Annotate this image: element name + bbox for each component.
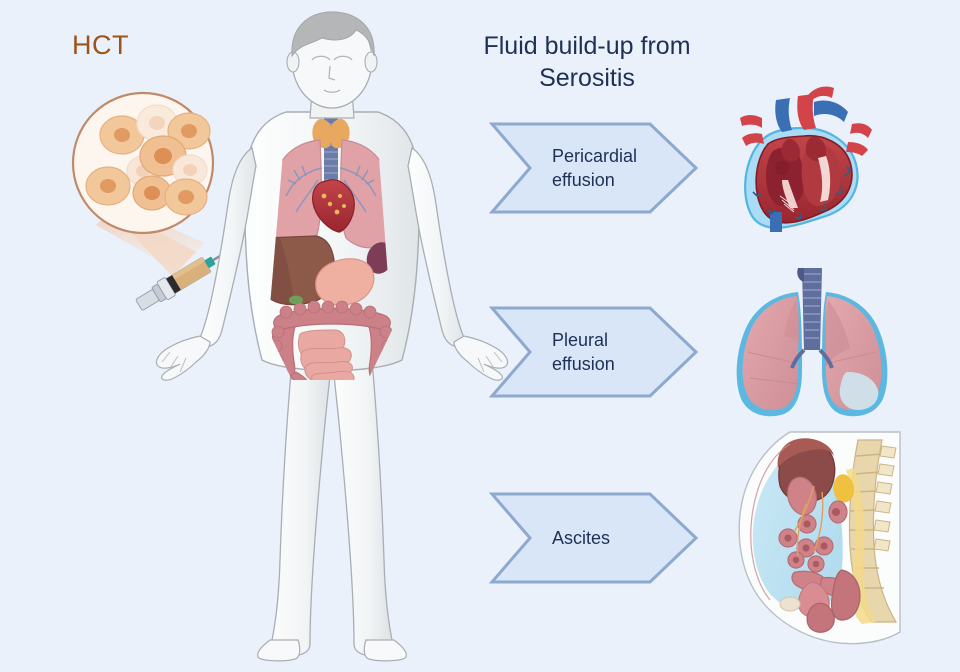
right-lung-shadow: [824, 300, 850, 366]
rectum: [830, 569, 861, 621]
abdominal-wall: [750, 443, 791, 601]
stomach: [315, 258, 375, 306]
hct-label: HCT: [72, 30, 129, 60]
tricuspid-valve-leaflet: [782, 180, 798, 208]
lung-trachea-rings: [803, 273, 821, 339]
page-title: Fluid build-up from Serositis: [452, 30, 722, 94]
callout-pleural-effusion[interactable]: Pleural effusion: [488, 306, 699, 398]
heart: [312, 179, 355, 233]
pleural-effusion-fluid: [839, 372, 879, 410]
callout-label: Ascites: [552, 528, 611, 548]
coronary-fat: [321, 193, 346, 215]
left-lung-body: [742, 296, 799, 410]
chevron-shape: [488, 492, 699, 584]
chevron-shape: [488, 122, 699, 214]
chordae-tendineae: [779, 195, 795, 213]
bronchi: [285, 165, 377, 213]
pubic-bone: [779, 596, 801, 612]
abdomen-sagittal-illustration: [738, 431, 901, 645]
left-foot: [257, 639, 301, 662]
left-atrium: [805, 136, 827, 162]
right-atrium: [781, 138, 800, 162]
callout-label: Pleural effusion: [552, 330, 615, 374]
callout-label: Pericardial effusion: [552, 146, 638, 190]
lungs-illustration: [736, 268, 888, 417]
aortic-arch: [806, 86, 834, 102]
hand-fingers: [161, 351, 503, 373]
callout-pericardial-effusion[interactable]: Pericardial effusion: [488, 122, 699, 214]
right-branch-artery-2: [846, 142, 868, 156]
superior-vena-cava: [775, 98, 792, 132]
chevron-shape: [488, 306, 699, 398]
effusion-arrows: [752, 165, 851, 220]
right-foot: [363, 639, 407, 662]
sigmoid-colon: [289, 371, 317, 380]
left-lung-shadow: [784, 300, 800, 344]
aorta: [797, 94, 816, 130]
bowel-loops: [778, 476, 851, 598]
small-intestine: [297, 329, 355, 380]
pulmonary-artery: [814, 100, 848, 122]
pancreas-sagittal: [833, 474, 854, 503]
human-body-anatomy-figure: [155, 11, 509, 662]
right-hand: [453, 335, 509, 381]
face-features: [311, 55, 353, 93]
gallbladder: [289, 295, 303, 305]
inferior-vena-cava: [770, 212, 782, 232]
title-line-2: Serositis: [539, 64, 635, 92]
mitral-valve-leaflet: [818, 156, 831, 202]
left-main-bronchus: [790, 348, 806, 369]
hct-magnifier-group: [71, 91, 237, 311]
hair: [291, 11, 375, 58]
uterus: [806, 602, 835, 633]
heart-cross-section-illustration: [740, 86, 872, 232]
left-subclavian: [740, 115, 762, 128]
title-line-1: Fluid build-up from: [483, 32, 691, 60]
branch-artery: [742, 133, 764, 146]
mesentery: [793, 485, 824, 557]
right-ventricle-cavity: [766, 147, 805, 207]
liver-left-lobe-shadow: [268, 238, 294, 305]
right-ear: [364, 51, 378, 73]
left-hand: [155, 335, 211, 381]
callout-ascites[interactable]: Ascites: [488, 492, 699, 584]
larynx: [797, 268, 804, 282]
chamber-shadow: [775, 161, 789, 175]
cell-cluster: [85, 104, 211, 216]
liver-highlight: [777, 438, 834, 468]
right-main-bronchus: [818, 348, 834, 369]
right-branch-artery: [850, 123, 872, 138]
